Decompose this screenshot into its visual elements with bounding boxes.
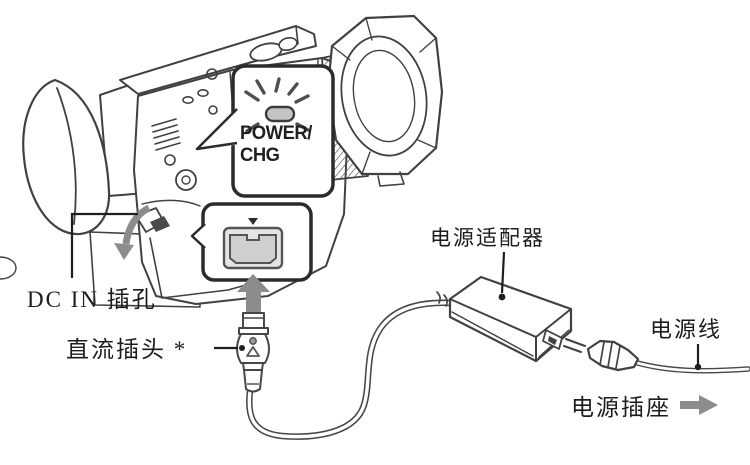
leader-lines xyxy=(70,212,702,371)
leader-power-adapter xyxy=(500,251,506,294)
power-chg-line2: CHG xyxy=(240,145,280,166)
circle-mark-icon xyxy=(249,337,257,345)
speaker-grille xyxy=(151,118,181,151)
power-chg-callout xyxy=(192,64,335,198)
power-chg-line1: POWER/ xyxy=(240,123,312,144)
lens-hood xyxy=(326,14,444,176)
dc-in-jack-label: DC IN 插孔 xyxy=(27,287,157,312)
up-arrow-icon xyxy=(237,274,270,312)
ac-power-cord-illustration xyxy=(586,339,750,374)
power-cord-label: 电源线 xyxy=(650,317,723,342)
ac-plug-connector xyxy=(586,339,640,372)
curved-arrow-head xyxy=(114,243,134,260)
jack-socket xyxy=(229,234,277,264)
dc-plug-illustration xyxy=(236,312,270,393)
blinking-lamp-icon xyxy=(244,77,310,133)
wall-outlet-label: 电源插座 xyxy=(571,395,671,420)
power-adapter-illustration xyxy=(436,275,586,363)
dc-in-jack-callout xyxy=(189,202,313,282)
right-arrow-icon xyxy=(680,395,718,415)
power-adapter-label: 电源适配器 xyxy=(430,226,545,250)
triangle-mark-icon xyxy=(246,346,260,357)
dc-in-port xyxy=(150,216,170,232)
wall-outlet-label-row: 电源插座 xyxy=(571,388,720,422)
curved-open-cover-arrow-icon xyxy=(122,204,151,245)
triangle-down-icon xyxy=(248,218,258,225)
leader-dc-in-jack xyxy=(70,212,138,278)
power-chg-label: POWER/ CHG xyxy=(240,123,312,167)
lamp-body xyxy=(264,105,296,123)
dc-cable-illustration xyxy=(246,299,456,440)
dc-plug-label: 直流插头 * xyxy=(66,337,188,362)
eyecup xyxy=(22,78,111,236)
